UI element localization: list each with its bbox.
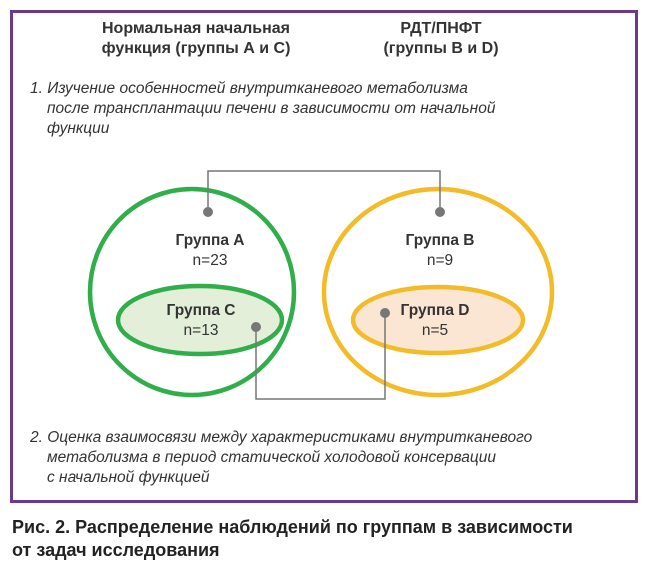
group-a-name: Группа А [175,232,245,249]
figure-caption-line1: Рис. 2. Распределение наблюдений по груп… [12,517,573,537]
diagram-frame [10,10,638,503]
task-1-line-1: 1. Изучение особенностей внутритканевого… [30,80,468,97]
group-d-ellipse [350,284,526,356]
task-1-line-2: после трансплантации печени в зависимост… [47,100,496,117]
group-a-label: Группа А n=23 [150,231,270,271]
connector-dot-group-d [380,308,390,318]
connector-dot-group-a [203,207,213,217]
group-a-count: n=23 [192,252,228,269]
group-a-ellipse [87,186,297,398]
group-d-count: n=5 [421,322,449,339]
group-b-name: Группа В [405,232,475,249]
group-c-name: Группа С [166,302,236,319]
header-dysfunction-line1: РДТ/ПНФТ [400,20,482,37]
group-c-count: n=13 [183,322,219,339]
task-2-line-2: метаболизма в период статической холодов… [47,449,497,466]
connector-dot-group-b [435,207,445,217]
header-normal-function: Нормальная начальная функция (группы А и… [76,19,316,59]
task-2-line-3: с начальной функцией [47,469,210,486]
group-b-label: Группа В n=9 [380,231,500,271]
group-d-name: Группа D [400,302,470,319]
connector-dot-group-c [251,322,261,332]
task-2-text: 2. Оценка взаимосвязи между характеристи… [30,428,630,488]
task-2-line-1: 2. Оценка взаимосвязи между характеристи… [30,429,533,446]
header-dysfunction-line2: (группы В и D) [383,40,499,57]
connector-task-1 [207,170,441,212]
header-normal-function-line2: функция (группы А и С) [101,40,291,57]
group-d-label: Группа D n=5 [375,301,495,341]
group-c-label: Группа С n=13 [141,301,261,341]
figure-caption: Рис. 2. Распределение наблюдений по груп… [12,516,637,562]
figure-caption-line2: от задач исследования [12,540,220,560]
group-b-count: n=9 [426,252,454,269]
group-c-ellipse [115,283,285,357]
group-b-ellipse [321,186,555,398]
connector-task-2 [255,313,386,400]
task-1-text: 1. Изучение особенностей внутритканевого… [30,79,610,139]
header-normal-function-line1: Нормальная начальная [101,20,290,37]
task-1-line-3: функции [47,120,110,137]
header-dysfunction: РДТ/ПНФТ (группы В и D) [356,19,526,59]
